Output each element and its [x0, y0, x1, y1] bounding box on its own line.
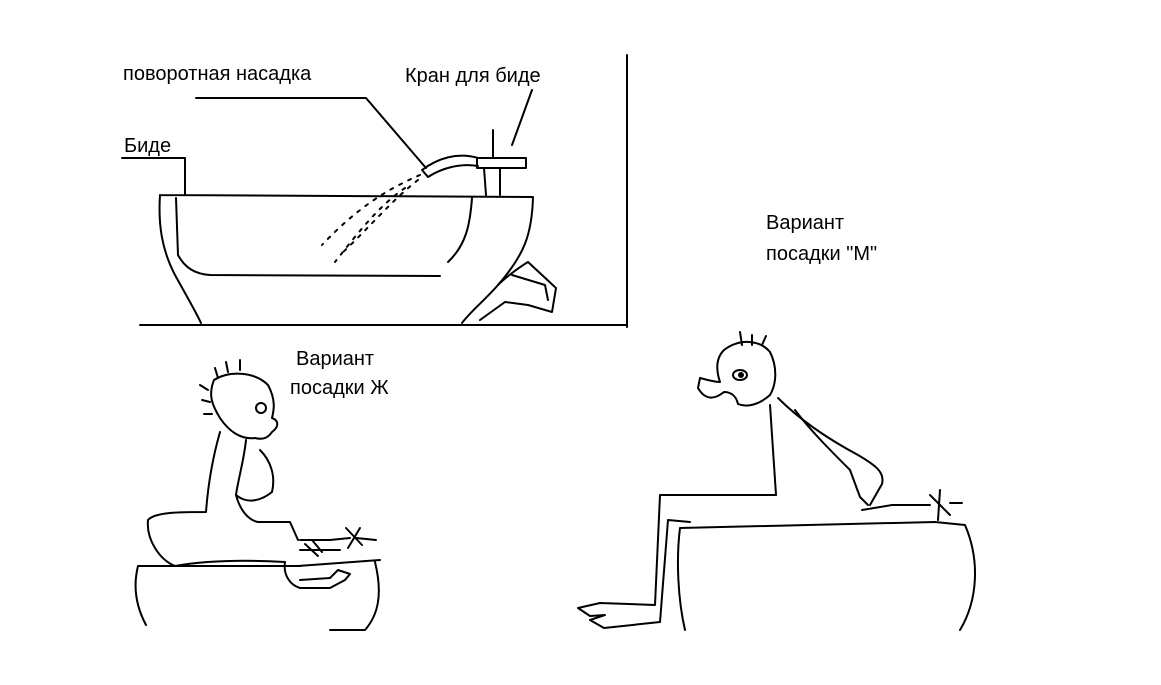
water-spray-3: [334, 187, 406, 263]
leader-nozzle: [195, 97, 427, 169]
leader-bidet: [121, 157, 186, 196]
zh-pedestal: [134, 561, 380, 631]
m-torso: [769, 397, 884, 506]
m-pupil: [738, 372, 744, 378]
label-variant-zh-line1: Вариант: [296, 348, 375, 370]
label-bidet-faucet: Кран для биде: [405, 65, 541, 87]
zh-legs: [174, 559, 351, 589]
bidet-bowl: [158, 194, 534, 324]
m-head: [697, 341, 777, 407]
m-faucet: [861, 489, 963, 521]
bidet-inner-rim: [175, 197, 473, 277]
zh-faucet: [299, 527, 377, 551]
zh-head: [210, 372, 279, 440]
m-legs: [577, 494, 777, 629]
faucet: [476, 129, 527, 196]
zh-spray: [304, 539, 323, 557]
label-variant-m-line2: посадки "М": [766, 243, 878, 265]
m-eye: [732, 369, 748, 381]
label-bidet: Биде: [124, 135, 172, 157]
water-spray-2: [339, 179, 419, 256]
leader-faucet: [511, 89, 533, 146]
bidet-illustration: [121, 54, 628, 328]
m-hair: [739, 331, 767, 346]
swivel-nozzle: [421, 154, 479, 178]
zh-arm: [235, 494, 299, 541]
m-pedestal: [676, 521, 977, 631]
label-swivel-nozzle: поворотная насадка: [123, 63, 312, 85]
zh-pedestal-top: [297, 559, 381, 567]
variant-zh-illustration: [134, 359, 381, 631]
label-variant-m-line1: Вариант: [766, 212, 845, 234]
bidet-stand: [479, 261, 557, 321]
zh-hair: [199, 359, 241, 415]
water-spray-1: [321, 174, 421, 246]
label-variant-zh-line2: посадки Ж: [290, 377, 389, 399]
variant-m-illustration: [577, 331, 977, 631]
zh-body: [146, 431, 275, 567]
zh-eye: [255, 402, 267, 414]
bidet-stand-detail: [511, 274, 549, 301]
m-arm: [794, 409, 869, 506]
